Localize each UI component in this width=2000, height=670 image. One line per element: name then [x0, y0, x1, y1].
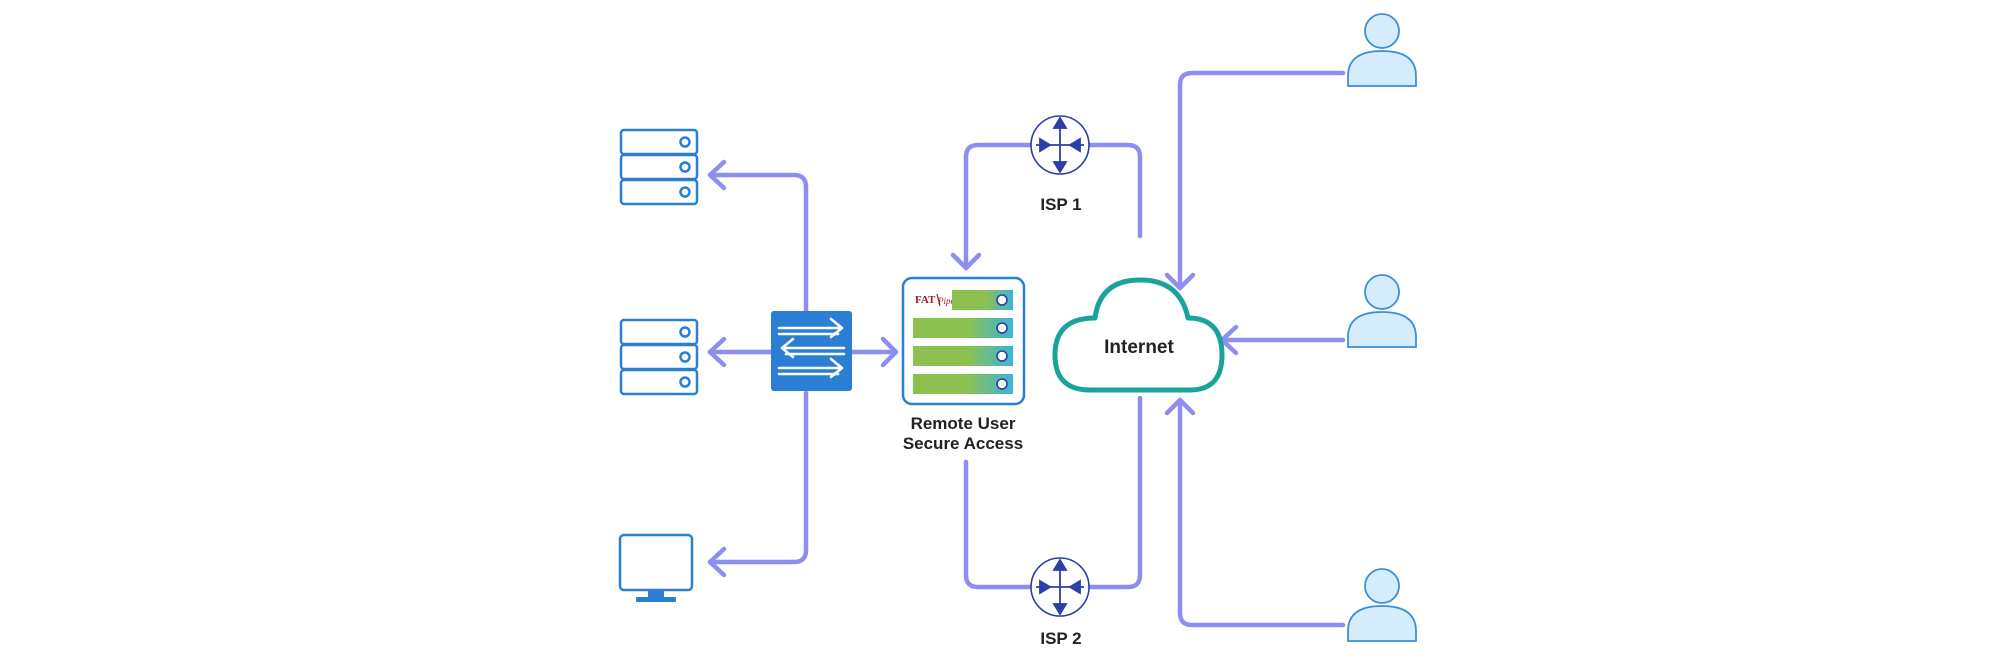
arrow-appliance: [880, 336, 899, 368]
arrow-appliance-top: [950, 252, 982, 271]
connector-switch-server-top: [707, 172, 809, 316]
user-icon: [1347, 568, 1417, 642]
user-icon: [1347, 13, 1417, 87]
cloud-icon: [1052, 277, 1225, 393]
server-rack-icon: [619, 318, 699, 396]
internet-label: Internet: [1104, 337, 1174, 358]
connector-isp2-cloud: [1083, 395, 1143, 590]
arrow-server-top: [707, 159, 727, 191]
router-icon: [1030, 115, 1090, 175]
arrow-cloud-top: [1164, 272, 1196, 291]
secure-access-appliance: FAT Pipe: [901, 276, 1026, 406]
connector-appliance-isp2: [963, 459, 1037, 590]
arrow-desktop: [707, 546, 727, 578]
appliance-label-line2: Secure Access: [903, 434, 1023, 453]
svg-text:Pipe: Pipe: [937, 296, 955, 306]
connector-isp1-cloud: [1083, 142, 1143, 239]
isp2-label: ISP 2: [1040, 629, 1081, 648]
arrow-cloud-bottom: [1164, 397, 1196, 416]
appliance-label-line1: Remote User: [911, 414, 1016, 433]
fatpipe-logo: FAT: [915, 294, 936, 306]
isp1-label: ISP 1: [1040, 195, 1081, 214]
network-switch-icon: [771, 311, 852, 391]
connectors: [707, 70, 1346, 628]
router-icon: [1030, 557, 1090, 617]
connector-isp1-appliance: [963, 142, 1037, 271]
desktop-monitor-icon: [618, 533, 694, 602]
connector-user-top-cloud: [1177, 70, 1346, 291]
arrow-server-middle: [707, 336, 727, 368]
connector-switch-desktop: [707, 390, 809, 565]
server-rack-icon: [619, 128, 699, 206]
connector-user-bottom-cloud: [1177, 397, 1346, 628]
user-icon: [1347, 274, 1417, 348]
